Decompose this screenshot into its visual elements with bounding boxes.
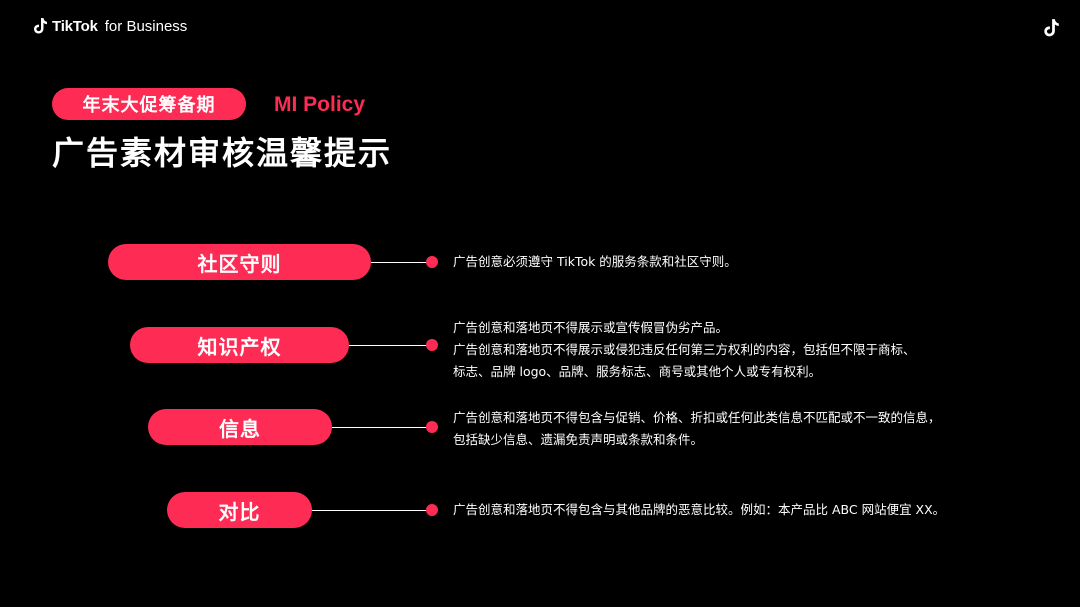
page-title: 广告素材审核温馨提示 <box>52 134 393 172</box>
description-line: 广告创意和落地页不得包含与促销、价格、折扣或任何此类信息不匹配或不一致的信息， <box>453 410 941 425</box>
description-information: 广告创意和落地页不得包含与促销、价格、折扣或任何此类信息不匹配或不一致的信息， … <box>453 407 941 451</box>
connector-dot <box>426 256 438 268</box>
music-note-icon <box>34 18 47 34</box>
description-line: 包括缺少信息、遗漏免责声明或条款和条件。 <box>453 432 704 447</box>
description-line: 广告创意和落地页不得展示或侵犯违反任何第三方权利的内容，包括但不限于商标、 <box>453 342 916 357</box>
connector-dot <box>426 421 438 433</box>
connector-dot <box>426 504 438 516</box>
connector-line <box>312 510 431 511</box>
brand-logo: TikTok for Business <box>32 17 187 35</box>
description-line: 广告创意必须遵守 TikTok 的服务条款和社区守则。 <box>453 254 737 269</box>
tiktok-note-icon <box>1044 19 1059 37</box>
connector-dot <box>426 339 438 351</box>
policy-label: MI Policy <box>274 93 366 116</box>
description-comparison: 广告创意和落地页不得包含与其他品牌的恶意比较。例如：本产品比 ABC 网站便宜 … <box>453 499 945 521</box>
description-line: 广告创意和落地页不得包含与其他品牌的恶意比较。例如：本产品比 ABC 网站便宜 … <box>453 502 946 517</box>
pill-intellectual-property: 知识产权 <box>130 327 349 363</box>
brand-name: TikTok <box>52 17 98 35</box>
description-line: 广告创意和落地页不得展示或宣传假冒伪劣产品。 <box>453 320 729 335</box>
pill-information: 信息 <box>148 409 332 445</box>
description-community: 广告创意必须遵守 TikTok 的服务条款和社区守则。 <box>453 251 737 273</box>
pill-comparison: 对比 <box>167 492 312 528</box>
campaign-badge: 年末大促筹备期 <box>52 88 246 120</box>
connector-line <box>371 262 431 263</box>
pill-community-guidelines: 社区守则 <box>108 244 371 280</box>
brand-suffix: for Business <box>104 17 188 35</box>
description-line: 标志、品牌 logo、品牌、服务标志、商号或其他个人或专有权利。 <box>453 364 822 379</box>
connector-line <box>349 345 431 346</box>
connector-line <box>332 427 431 428</box>
description-ip: 广告创意和落地页不得展示或宣传假冒伪劣产品。 广告创意和落地页不得展示或侵犯违反… <box>453 317 916 383</box>
